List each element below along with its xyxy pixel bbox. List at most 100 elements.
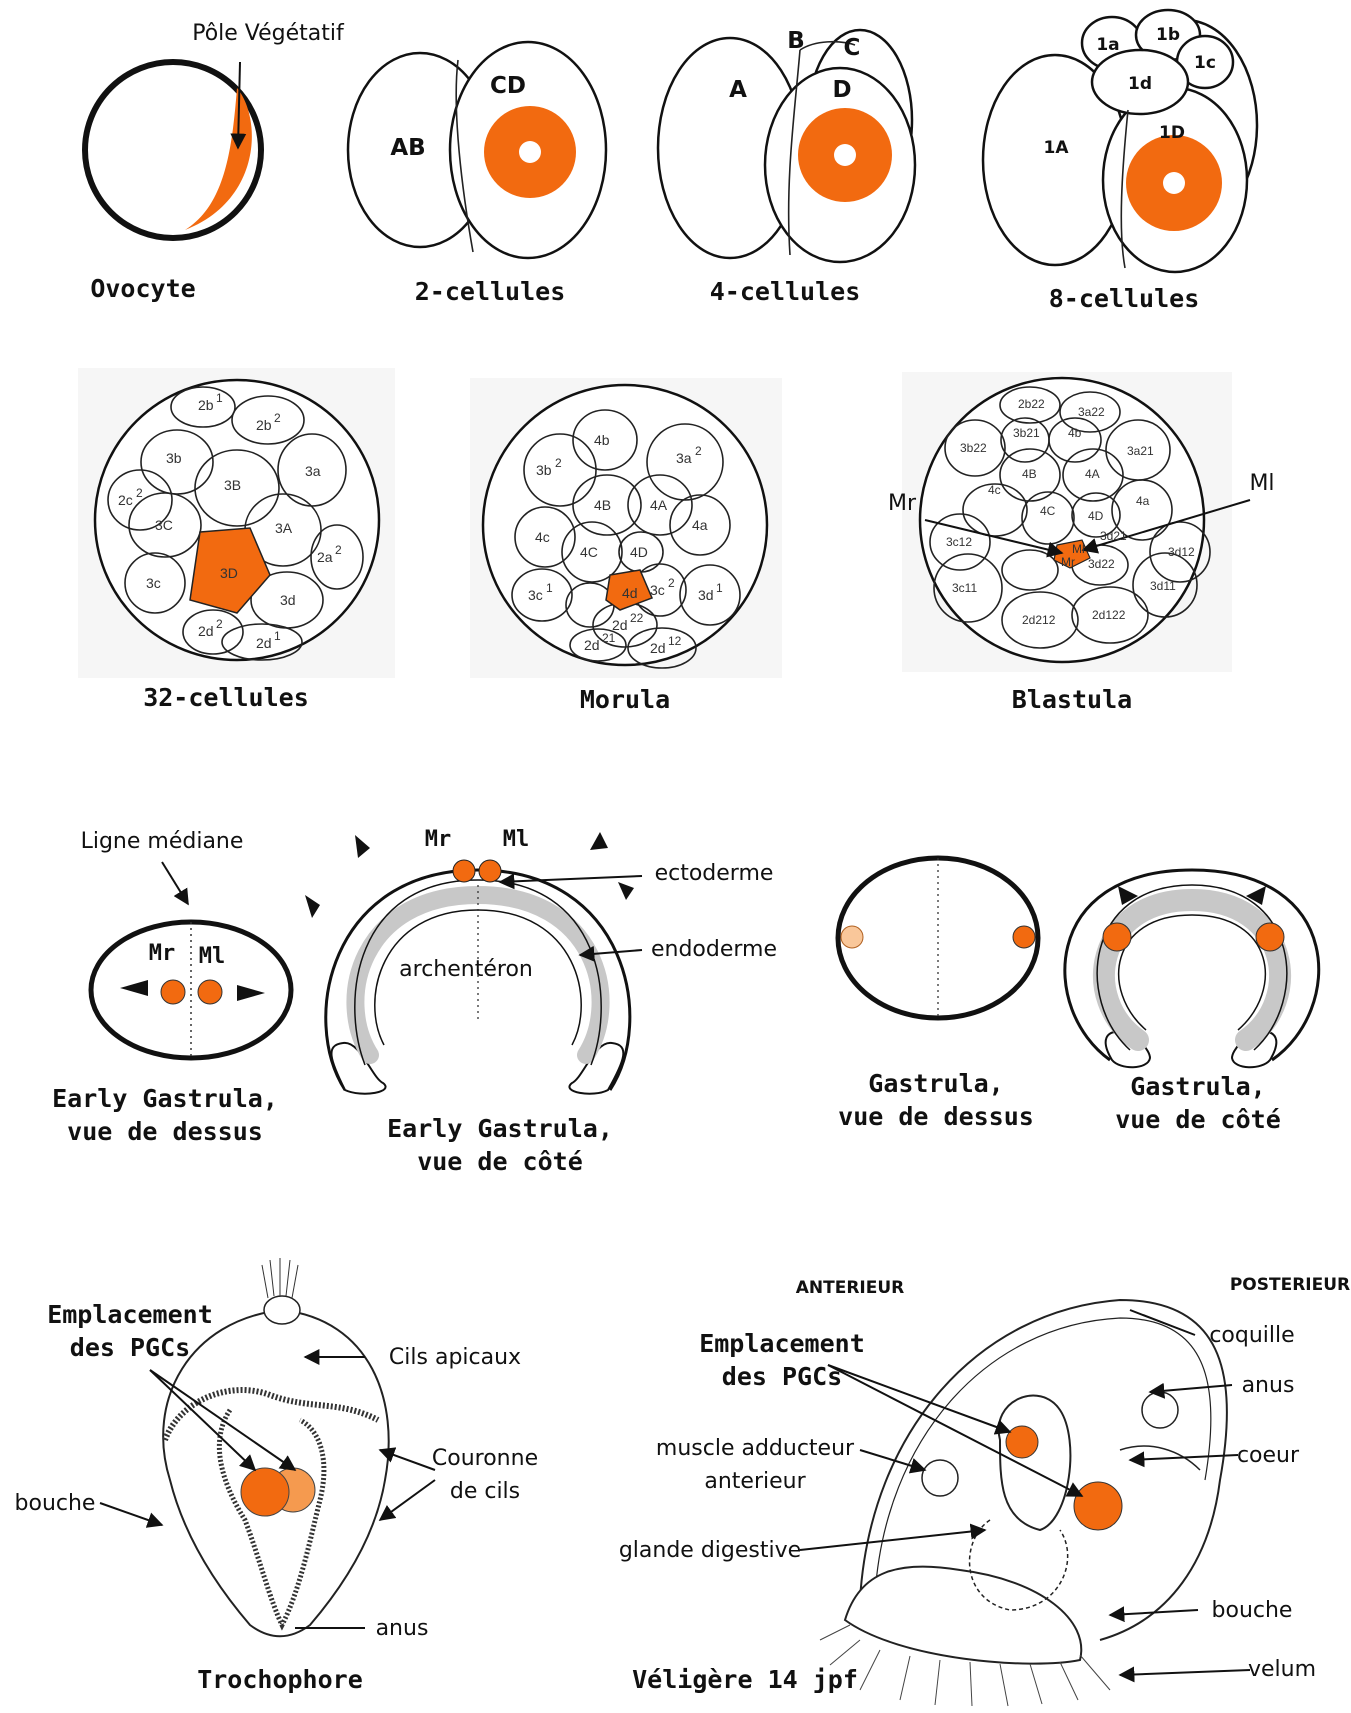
archenteron-label: archentéron <box>399 957 533 982</box>
early-top-caption-2: vue de dessus <box>67 1117 263 1146</box>
cell-2c2: 2c <box>118 492 133 508</box>
cell-3D: 3D <box>220 565 238 581</box>
early-top-mr: Mr <box>149 941 176 966</box>
trocho-pgc-label-2: des PGCs <box>70 1333 190 1362</box>
four-cell-caption: 4-cellules <box>710 277 861 306</box>
cell-4B: 4B <box>1022 467 1037 481</box>
cell-4a: 4a <box>1136 494 1150 508</box>
cell-3A: 3A <box>275 520 293 536</box>
cell-C: C <box>844 35 861 61</box>
cell-1d: 1d <box>1128 74 1152 94</box>
cell-3b2-sup: 2 <box>555 456 562 470</box>
cell-2c2-sup: 2 <box>136 486 143 500</box>
cell-2d12-sup: 12 <box>668 634 682 648</box>
ovocyte-caption: Ovocyte <box>90 274 195 303</box>
veli-anus-label: anus <box>1242 1373 1295 1398</box>
cell-2d22-sup: 22 <box>630 611 644 625</box>
pole-vegetatif-label: Pôle Végétatif <box>192 21 345 46</box>
cell-4B: 4B <box>594 497 611 513</box>
cell-2d12: 2d <box>650 640 666 656</box>
cell-3c1-sup: 1 <box>546 581 553 595</box>
cell-Mr: Mr <box>1061 555 1075 569</box>
trocho-caption: Trochophore <box>197 1665 363 1694</box>
cell-3c12: 3c12 <box>946 535 972 549</box>
cell-Ml: Ml <box>1072 542 1085 556</box>
cell-4c: 4c <box>535 529 550 545</box>
veli-pgc-label-2: des PGCs <box>722 1362 842 1391</box>
muscle-label-2: anterieur <box>704 1469 806 1494</box>
cell-2d212: 2d212 <box>1022 613 1056 627</box>
eight-cell-stage: 1a 1b 1c 1d 1A 1D 8-cellules <box>983 10 1257 313</box>
thirty-two-caption: 32-cellules <box>143 683 309 712</box>
early-side-caption-1: Early Gastrula, <box>387 1114 613 1143</box>
veligere-caption: Véligère 14 jpf <box>632 1665 858 1694</box>
gastrula-side-caption-2: vue de côté <box>1115 1105 1281 1134</box>
cell-CD: CD <box>490 73 526 99</box>
cell-3b: 3b <box>166 450 182 466</box>
early-gastrula-side: Mr Ml archentéron ectoderme endoderme Ea… <box>305 827 777 1176</box>
cell-2b1-sup: 1 <box>216 391 223 405</box>
cell-2d2: 2d <box>198 623 214 639</box>
cell-2a2: 2a <box>317 549 333 565</box>
couronne-label-2: de cils <box>450 1479 520 1504</box>
cell-1b: 1b <box>1156 25 1180 45</box>
coeur-label: coeur <box>1237 1443 1300 1468</box>
cell-1A: 1A <box>1044 138 1070 158</box>
cell-2d1: 2d <box>256 635 272 651</box>
cell-3d: 3d <box>280 592 296 608</box>
trochophore: Emplacement des PGCs Cils apicaux Couron… <box>15 1258 539 1694</box>
anterieur-label: ANTERIEUR <box>796 1278 905 1298</box>
cell-3c: 3c <box>146 575 161 591</box>
cell-3C: 3C <box>155 517 173 533</box>
cell-3a2-sup: 2 <box>695 444 702 458</box>
cell-4D: 4D <box>1088 509 1104 523</box>
cell-2b1: 2b <box>198 397 214 413</box>
blastula-stage: 2b22 3a22 3b22 3b21 4b 4B 4A 3a21 4c 4C … <box>888 372 1275 714</box>
early-side-ml: Ml <box>503 827 530 852</box>
cell-2d1-sup: 1 <box>274 629 281 643</box>
cell-AB: AB <box>390 135 425 161</box>
gastrula-top-caption-2: vue de dessus <box>838 1102 1034 1131</box>
cell-3d1: 3d <box>698 587 714 603</box>
velum-label: velum <box>1248 1657 1316 1682</box>
cell-3B: 3B <box>224 477 241 493</box>
cell-3c1: 3c <box>528 587 543 603</box>
two-cell-caption: 2-cellules <box>415 277 566 306</box>
cell-2b22: 2b22 <box>1018 397 1045 411</box>
four-cell-stage: A B C D 4-cellules <box>658 28 915 306</box>
cell-4A: 4A <box>1085 467 1100 481</box>
eight-cell-caption: 8-cellules <box>1049 284 1200 313</box>
cell-2a2-sup: 2 <box>335 543 342 557</box>
cell-4C: 4C <box>580 544 598 560</box>
cell-2d122: 2d122 <box>1092 608 1126 622</box>
cell-2d21-sup: 21 <box>602 631 616 645</box>
cell-3d1-sup: 1 <box>716 581 723 595</box>
cell-4a: 4a <box>692 517 708 533</box>
posterieur-label: POSTERIEUR <box>1230 1275 1350 1295</box>
cell-3b22: 3b22 <box>960 441 987 455</box>
cell-4b: 4b <box>594 432 610 448</box>
cell-3a2: 3a <box>676 450 692 466</box>
couronne-label-1: Couronne <box>432 1446 538 1471</box>
trocho-anus-label: anus <box>376 1616 429 1641</box>
cell-4d: 4d <box>622 585 638 601</box>
cell-1a: 1a <box>1096 35 1119 55</box>
cell-3b2: 3b <box>536 462 552 478</box>
cell-3c2-sup: 2 <box>668 576 675 590</box>
gastrula-top-caption-1: Gastrula, <box>868 1069 1003 1098</box>
blastula-mr-label: Mr <box>888 491 917 516</box>
cell-3b21: 3b21 <box>1013 426 1040 440</box>
cell-3c11: 3c11 <box>952 581 977 595</box>
cell-3c2: 3c <box>650 582 665 598</box>
muscle-label-1: muscle adducteur <box>656 1436 855 1461</box>
cell-1D: 1D <box>1159 123 1185 143</box>
early-top-caption-1: Early Gastrula, <box>52 1084 278 1113</box>
blastula-caption: Blastula <box>1012 685 1132 714</box>
gastrula-side-caption-1: Gastrula, <box>1130 1072 1265 1101</box>
veligere: ANTERIEUR POSTERIEUR Emplacement des PGC… <box>619 1275 1350 1706</box>
endoderme-label: endoderme <box>651 937 777 962</box>
cell-3a21: 3a21 <box>1127 444 1154 458</box>
trocho-bouche-label: bouche <box>15 1491 96 1516</box>
cell-2d2-sup: 2 <box>216 617 223 631</box>
cell-3d21: 3d21 <box>1100 529 1127 543</box>
